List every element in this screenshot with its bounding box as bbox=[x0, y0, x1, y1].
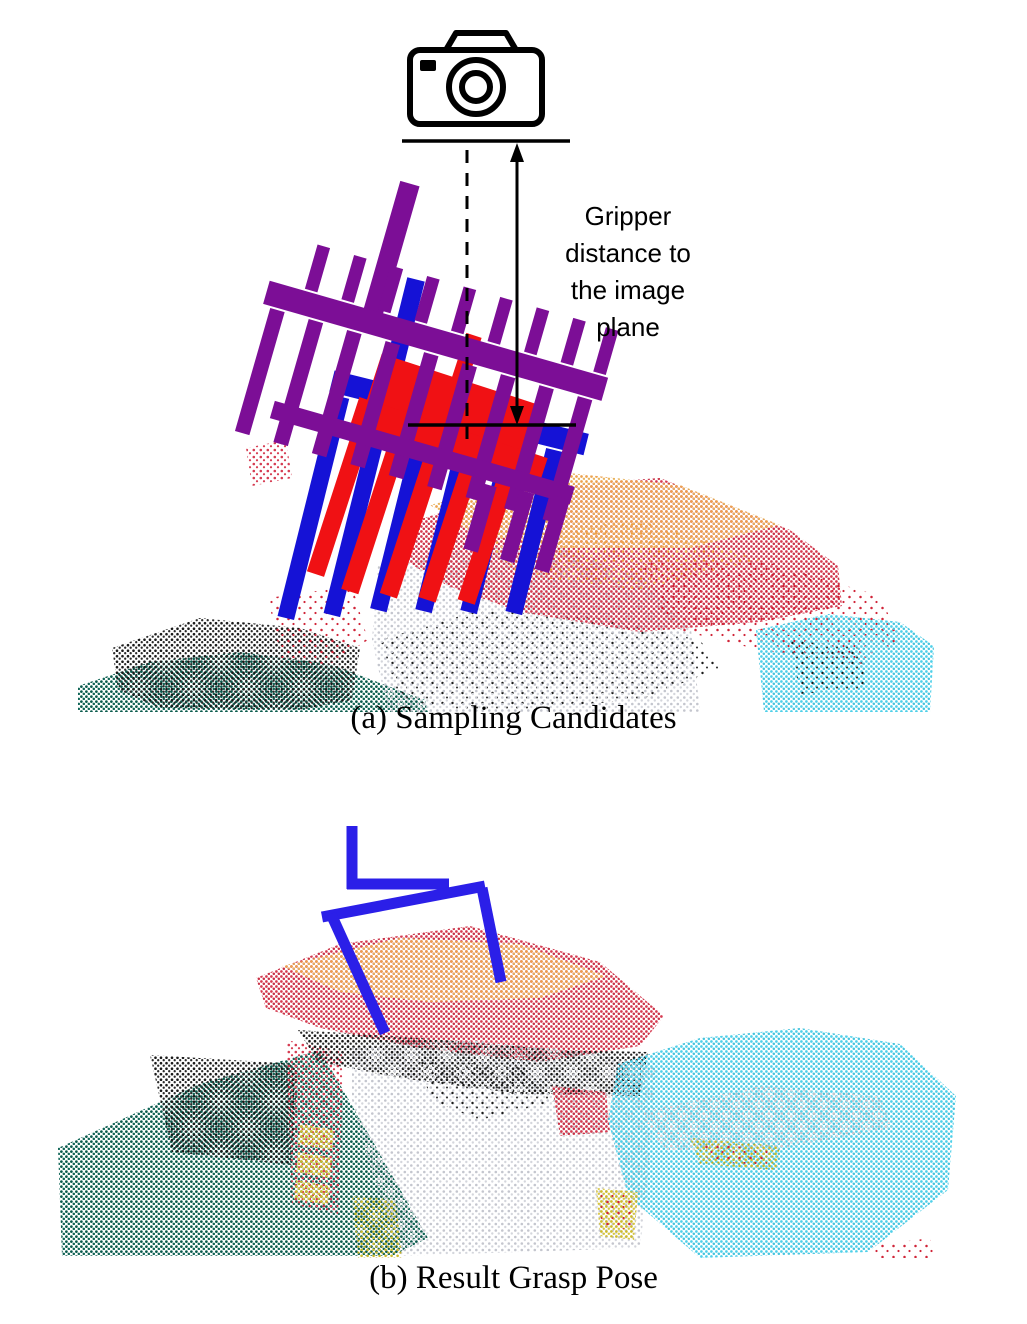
distance-arrow bbox=[510, 143, 524, 425]
candidate-grippers-purple bbox=[234, 180, 619, 574]
caption-panel-a: (a) Sampling Candidates bbox=[350, 700, 677, 736]
result-gripper bbox=[320, 826, 507, 1036]
camera-icon bbox=[407, 30, 545, 127]
point-cloud-scene-b bbox=[58, 926, 956, 1258]
distance-annotation: Gripper distance to the image plane bbox=[565, 201, 691, 342]
caption-panel-b: (b) Result Grasp Pose bbox=[369, 1260, 658, 1296]
